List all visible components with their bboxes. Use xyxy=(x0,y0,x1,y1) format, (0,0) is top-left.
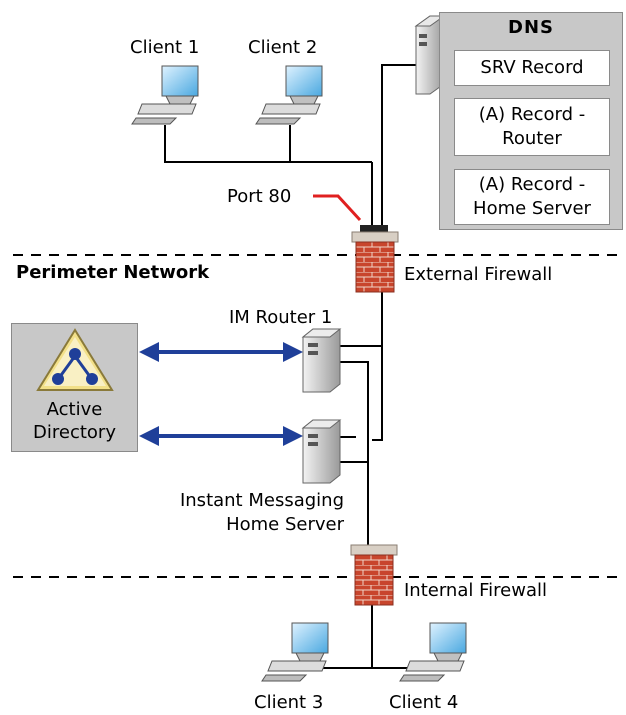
internal-firewall-icon xyxy=(350,544,398,606)
dns-srv-record: SRV Record xyxy=(454,50,610,86)
home-server-label: Instant Messaging Home Server xyxy=(179,490,344,535)
network-links xyxy=(164,64,435,669)
client-4-label: Client 4 xyxy=(389,692,459,713)
dns-title: DNS xyxy=(508,17,554,38)
perimeter-network-label: Perimeter Network xyxy=(16,262,210,283)
active-directory-label: Active Directory xyxy=(33,399,116,443)
dns-a-record-router: (A) Record - Router xyxy=(454,98,610,156)
client-3-label: Client 3 xyxy=(254,692,324,713)
dns-a-record-home-server: (A) Record - Home Server xyxy=(454,169,610,225)
client-2-label: Client 2 xyxy=(248,37,318,58)
external-firewall-label: External Firewall xyxy=(404,264,553,285)
port-80-label: Port 80 xyxy=(227,186,292,207)
client-2-computer-icon xyxy=(255,65,323,125)
active-directory-icon xyxy=(36,328,114,391)
dns-panel: DNS SRV Record (A) Record - Router (A) R… xyxy=(439,12,623,230)
im-router-server-icon xyxy=(301,328,342,393)
internal-firewall-label: Internal Firewall xyxy=(404,580,547,601)
active-directory-panel: Active Directory xyxy=(11,323,138,452)
external-firewall-cap xyxy=(360,225,388,233)
external-firewall-icon xyxy=(351,231,399,293)
port-80-pointer xyxy=(313,194,362,222)
im-router-label: IM Router 1 xyxy=(229,307,333,328)
home-server-icon xyxy=(301,419,342,484)
client-1-label: Client 1 xyxy=(130,37,200,58)
client-1-computer-icon xyxy=(131,65,199,125)
client-3-computer-icon xyxy=(261,622,329,682)
dns-server-icon xyxy=(414,15,446,95)
client-4-computer-icon xyxy=(399,622,467,682)
